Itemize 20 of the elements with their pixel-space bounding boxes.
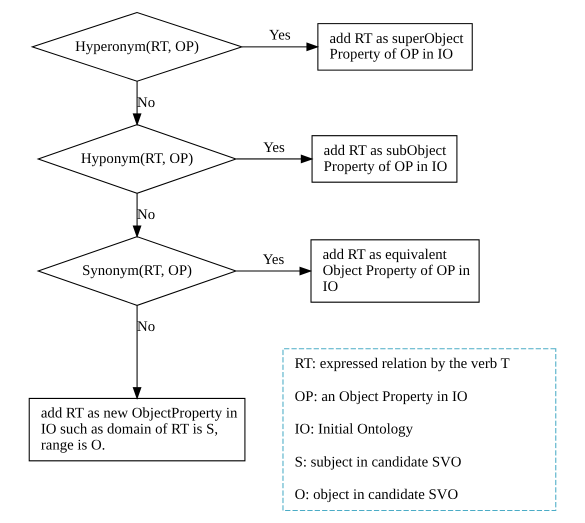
- node-box: add RT as new ObjectProperty in IO such as domain of RT is S, range is O.: [28, 398, 246, 462]
- node-box: add RT as subObject Property of OP in IO: [312, 135, 458, 183]
- arrow: [132, 194, 142, 238]
- edge-label: No: [137, 318, 156, 335]
- edge-label: Yes: [269, 28, 291, 44]
- node-diamond: Synonym(RT, OP): [36, 236, 238, 306]
- arrow: [242, 42, 320, 52]
- node-diamond: Hyponym(RT, OP): [36, 124, 238, 194]
- arrow: [132, 306, 142, 400]
- node-box: add RT as equivalent Object Property of OP in IO: [310, 239, 480, 303]
- arrow: [236, 266, 312, 276]
- edge-label: Yes: [263, 140, 285, 156]
- edge-label: No: [137, 206, 156, 223]
- node-diamond: Hyperonym(RT, OP): [30, 12, 244, 82]
- node-box: RT: expressed relation by the verb T OP: an Object Property in IO IO: Initial Ontology S: subject in candidate SVO O: object in candidate SVO: [282, 348, 556, 512]
- edge-label: No: [137, 94, 156, 111]
- edge-label: Yes: [262, 252, 284, 268]
- node-box: add RT as superObject Property of OP in IO: [317, 23, 473, 71]
- arrow: [132, 82, 142, 126]
- arrow: [236, 154, 314, 164]
